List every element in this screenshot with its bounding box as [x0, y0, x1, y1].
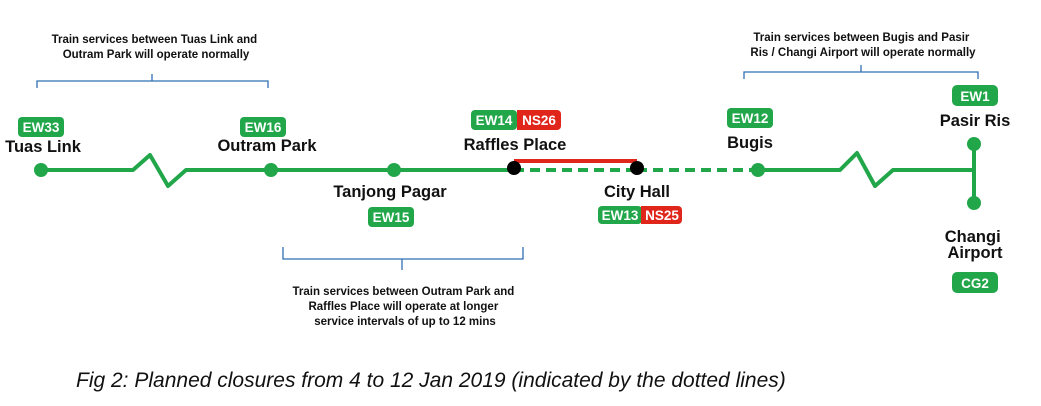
note-middle: Train services between Outram Park and R… [293, 286, 518, 328]
code-badge-joint [641, 206, 647, 224]
figure-caption: Fig 2: Planned closures from 4 to 12 Jan… [76, 369, 786, 392]
code-badge-bg [727, 108, 773, 128]
code-badge-bg [368, 207, 414, 227]
code-badge-bugis: EW12 [727, 108, 773, 128]
code-badge-bg [240, 117, 286, 137]
station-dot-changi-airport [967, 196, 981, 210]
code-badge-bg [952, 272, 998, 293]
bracket-west [36, 74, 269, 88]
code-badge-bg [952, 85, 998, 106]
code-badge-bg-ew [471, 110, 517, 130]
station-name-pasir-ris: Pasir Ris [940, 112, 1011, 130]
station-name-tuas-link: Tuas Link [5, 138, 82, 156]
code-badge-raffles-place: EW14 NS26 [471, 110, 561, 130]
note-west: Train services between Tuas Link and Out… [52, 34, 261, 61]
brackets [36, 65, 979, 270]
note-west-line-1: Train services between Tuas Link and [52, 34, 258, 46]
code-badge-text: EW15 [373, 210, 410, 225]
station-name-raffles-place: Raffles Place [464, 136, 567, 154]
note-middle-line-2: Raffles Place will operate at longer [308, 301, 498, 313]
code-badge-bg-ns [641, 206, 682, 224]
code-badge-joint [517, 110, 523, 130]
code-badge-tanjong-pagar: EW15 [368, 207, 414, 227]
code-badge-outram-park: EW16 [240, 117, 286, 137]
station-name-changi-airport: Changi Airport [945, 228, 1006, 262]
station-dot-pasir-ris [967, 137, 981, 151]
bracket-east [743, 65, 979, 79]
code-badge-pasir-ris: EW1 [952, 85, 998, 106]
station-name-changi-line-2: Airport [948, 244, 1004, 262]
code-badge-tuas-link: EW33 [18, 117, 64, 137]
note-east-line-2: Ris / Changi Airport will operate normal… [750, 47, 976, 59]
note-west-line-2: Outram Park will operate normally [63, 49, 250, 61]
station-dot-tanjong-pagar [387, 163, 401, 177]
code-badge-text: EW12 [732, 111, 769, 126]
code-badge-text: EW33 [23, 120, 60, 135]
code-badge-bg [18, 117, 64, 137]
station-name-tanjong-pagar: Tanjong Pagar [333, 183, 447, 201]
track-lines [41, 144, 976, 203]
code-badge-changi-airport: CG2 [952, 272, 998, 293]
station-name-changi-line-1: Changi [945, 228, 1001, 246]
track-east-normal [758, 151, 974, 188]
note-middle-line-1: Train services between Outram Park and [293, 286, 515, 298]
code-badge-text-ew: EW14 [476, 113, 513, 128]
station-dot-raffles-place [507, 161, 521, 175]
station-dot-bugis [751, 163, 765, 177]
code-badge-city-hall: EW13 NS25 [598, 206, 682, 224]
station-name-outram-park: Outram Park [217, 137, 317, 155]
station-dot-city-hall [630, 161, 644, 175]
note-middle-line-3: service intervals of up to 12 mins [314, 316, 496, 328]
code-badge-text: CG2 [961, 276, 989, 291]
code-badge-text: EW16 [245, 120, 282, 135]
code-badge-text-ns: NS25 [645, 208, 679, 223]
track-west-normal [41, 153, 514, 188]
note-east-line-1: Train services between Bugis and Pasir [753, 32, 970, 44]
note-east: Train services between Bugis and Pasir R… [750, 32, 976, 59]
code-badge-text: EW1 [960, 89, 990, 104]
code-badge-bg-ew [598, 206, 642, 224]
station-name-bugis: Bugis [727, 134, 773, 152]
station-dots [34, 137, 981, 210]
code-badge-text-ns: NS26 [522, 113, 556, 128]
station-name-city-hall: City Hall [604, 183, 670, 201]
station-dot-tuas-link [34, 163, 48, 177]
station-dot-outram-park [264, 163, 278, 177]
code-badge-text-ew: EW13 [602, 208, 639, 223]
code-badge-bg-ns [517, 110, 561, 130]
bracket-middle [282, 247, 524, 270]
